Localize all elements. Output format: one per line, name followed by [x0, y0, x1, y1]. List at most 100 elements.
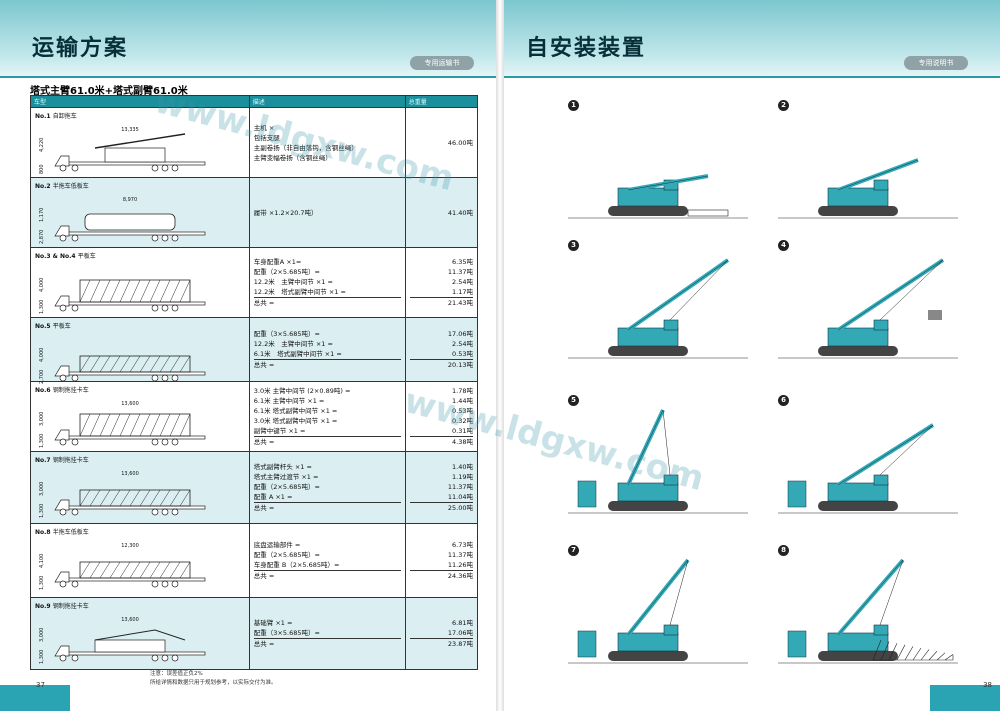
weight-cell: 41.40吨 — [404, 177, 479, 248]
description-line: 配重（3×5.685吨）= — [253, 629, 320, 637]
description-line: 总共 = — [253, 502, 401, 513]
section-badge: 专用运输书 — [410, 56, 474, 70]
step-number: 2 — [778, 100, 789, 111]
description-line: 主臂变幅卷扬（含钢丝绳） — [253, 153, 332, 162]
page-number-right: 38 — [983, 681, 992, 689]
dimension-height: 3,000 — [39, 482, 45, 496]
description-cell: 3.0米 主臂中间节 (2×0.89吨) = 6.1米 主臂中间节 ×1 = 6.1… — [248, 381, 406, 452]
description-line: 6.1米 主臂中间节 ×1 = — [253, 397, 325, 405]
description-line: 12.2米 主臂中间节 ×1 = — [253, 340, 333, 348]
dimension-height-lower: 1,300 — [39, 576, 45, 590]
step-number: 3 — [568, 240, 579, 251]
step-number: 5 — [568, 395, 579, 406]
vehicle-number: No.9 — [35, 603, 51, 610]
column-header-description: 描述 — [248, 95, 406, 108]
dimension-height-lower: 1,300 — [39, 650, 45, 664]
weight-value: 21.43吨 — [409, 297, 473, 308]
column-header-weight: 总重量 — [404, 95, 479, 108]
dimension-height: 3,000 — [39, 628, 45, 642]
weight-value: 46.00吨 — [447, 138, 473, 147]
assembly-step: 7 — [568, 545, 748, 675]
vehicle-type: 自卸拖车 — [52, 113, 77, 120]
header-rule — [0, 76, 496, 78]
description-line: 3.0米 塔式副臂中间节 ×1 = — [253, 417, 338, 425]
step-number: 4 — [778, 240, 789, 251]
table-subtitle: 塔式主臂61.0米+塔式副臂61.0米 — [30, 86, 188, 97]
vehicle-number: No.6 — [35, 387, 51, 394]
assembly-step: 3 — [568, 240, 748, 370]
weight-value: 6.81吨 — [452, 619, 473, 627]
description-line: 总共 = — [253, 359, 401, 370]
weight-value: 23.87吨 — [409, 638, 473, 649]
column-header-vehicle: 车型 — [30, 95, 250, 108]
assembly-step: 6 — [778, 395, 958, 525]
description-cell: 底盘运输部件 =配重（2×5.685吨）=车身配重 B（2×5.685吨）=总共… — [248, 523, 406, 598]
weight-value: 1.44吨 — [452, 397, 473, 405]
weight-value: 17.06吨 — [447, 629, 473, 637]
dimension-height-lower: 800 — [39, 164, 45, 174]
crane-drawing — [778, 423, 958, 514]
crane-drawing — [778, 558, 958, 664]
assembly-step: 4 — [778, 240, 958, 370]
vehicle-type: 钢制拖挂卡车 — [52, 387, 89, 394]
step-number: 6 — [778, 395, 789, 406]
description-line: 3.0米 主臂中间节 (2×0.89吨) = — [253, 387, 351, 395]
page-title: 运输方案 — [32, 36, 129, 61]
description-cell: 主机 ×包括支腿主副卷扬（非自由落钩，含钢丝绳）主臂变幅卷扬（含钢丝绳） — [248, 107, 406, 178]
vehicle-name: No.1 自卸拖车 — [35, 111, 77, 120]
description-cell: 履带 ×1.2×20.7吨） — [248, 177, 406, 248]
vehicle-type: 平板车 — [52, 323, 71, 330]
description-line: 配重（2×5.685吨）= — [253, 551, 320, 559]
crane-drawing — [568, 258, 748, 359]
dimension-height-lower: 2,700 — [39, 370, 45, 384]
crane-drawing — [568, 558, 748, 664]
description-line: 车身配重 B（2×5.685吨）= — [253, 561, 340, 569]
left-page: 运输方案 专用运输书 塔式主臂61.0米+塔式副臂61.0米 车型 描述 总重量… — [0, 0, 496, 711]
description-line: 6.1米 塔式副臂中间节 ×1 = — [253, 407, 338, 415]
description-line: 基础臂 ×1 = — [253, 619, 293, 627]
weight-value: 20.13吨 — [409, 359, 473, 370]
section-badge-right: 专用说明书 — [904, 56, 968, 70]
footnote: 注意：误差值正负2% 所给详情和数据只用于规划参考，以实际交付为准。 — [150, 670, 277, 688]
vehicle-name: No.2 半拖车低板车 — [35, 181, 89, 190]
weight-value: 11.37吨 — [447, 268, 473, 276]
description-line: 主副卷扬（非自由落钩，含钢丝绳） — [253, 143, 358, 152]
dimension-height: 4,000 — [39, 348, 45, 362]
description-line: 总共 = — [253, 436, 401, 447]
weight-value: 11.37吨 — [447, 483, 473, 491]
description-line: 12.2米 主臂中间节 ×1 = — [253, 278, 333, 286]
dimension-height: 4,100 — [39, 554, 45, 568]
weight-value: 4.38吨 — [409, 436, 473, 447]
description-line: 总共 = — [253, 570, 401, 581]
weight-value: 0.31吨 — [452, 427, 473, 435]
vehicle-number: No.5 — [35, 323, 51, 330]
description-line: 配重（2×5.685吨）= — [253, 483, 320, 491]
vehicle-number: No.3 & No.4 — [35, 253, 76, 260]
weight-value: 11.04吨 — [447, 493, 473, 501]
description-line: 塔式主臂过渡节 ×1 = — [253, 473, 319, 481]
description-cell: 基础臂 ×1 =配重（3×5.685吨）=总共 = — [248, 597, 406, 670]
footnote-line-2: 所给详情和数据只用于规划参考，以实际交付为准。 — [150, 680, 277, 686]
weight-value: 0.53吨 — [452, 407, 473, 415]
vehicle-number: No.7 — [35, 457, 51, 464]
description-line: 总共 = — [253, 297, 401, 308]
step-number: 1 — [568, 100, 579, 111]
assembly-step: 2 — [778, 100, 958, 230]
